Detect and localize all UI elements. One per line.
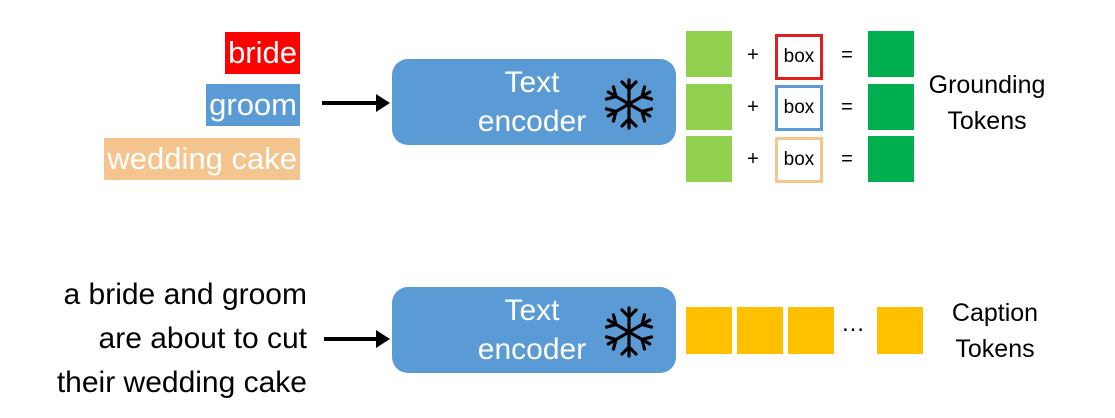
snowflake-icon bbox=[604, 78, 654, 130]
encoder-label: Text encoder bbox=[464, 63, 600, 141]
equals-sign: = bbox=[841, 44, 853, 66]
caption-text-encoder: Text encoder bbox=[392, 287, 676, 373]
box-chip: box bbox=[775, 85, 823, 131]
equals-sign: = bbox=[841, 96, 853, 118]
grounding-input-token bbox=[686, 136, 732, 182]
caption-line: a bride and groom bbox=[63, 278, 308, 311]
box-chip: box bbox=[775, 34, 823, 80]
phrase-wedding-cake: wedding cake bbox=[104, 138, 300, 180]
caption-token bbox=[686, 307, 732, 354]
caption-token bbox=[877, 307, 923, 354]
caption-token bbox=[788, 307, 834, 354]
label-line: encoder bbox=[477, 105, 587, 138]
label-line: Text bbox=[504, 66, 560, 99]
grounding-output-token bbox=[868, 136, 914, 182]
label-line: Tokens bbox=[947, 107, 1027, 135]
arrow-to-caption-encoder bbox=[324, 330, 390, 348]
label-line: Caption bbox=[951, 299, 1039, 327]
caption-token bbox=[737, 307, 783, 354]
label-line: Grounding bbox=[928, 71, 1046, 99]
plus-sign: + bbox=[747, 148, 759, 170]
grounding-text-encoder: Text encoder bbox=[392, 59, 676, 145]
grounding-input-token bbox=[686, 84, 732, 130]
label-line: encoder bbox=[477, 333, 587, 366]
equals-sign: = bbox=[841, 148, 853, 170]
phrase-groom: groom bbox=[206, 84, 300, 126]
label-line: Text bbox=[504, 294, 560, 327]
grounding-input-token bbox=[686, 31, 732, 77]
plus-sign: + bbox=[747, 96, 759, 118]
plus-sign: + bbox=[747, 44, 759, 66]
grounding-output-token bbox=[868, 84, 914, 130]
grounding-output-token bbox=[868, 31, 914, 77]
caption-line: are about to cut bbox=[98, 322, 307, 355]
label-line: Tokens bbox=[955, 335, 1035, 363]
encoder-label: Text encoder bbox=[464, 291, 600, 369]
caption-line: their wedding cake bbox=[56, 366, 307, 399]
ellipsis: … bbox=[841, 310, 865, 337]
snowflake-icon bbox=[604, 306, 654, 358]
box-chip: box bbox=[775, 137, 823, 183]
phrase-bride: bride bbox=[225, 32, 300, 74]
arrow-to-grounding-encoder bbox=[322, 94, 390, 112]
